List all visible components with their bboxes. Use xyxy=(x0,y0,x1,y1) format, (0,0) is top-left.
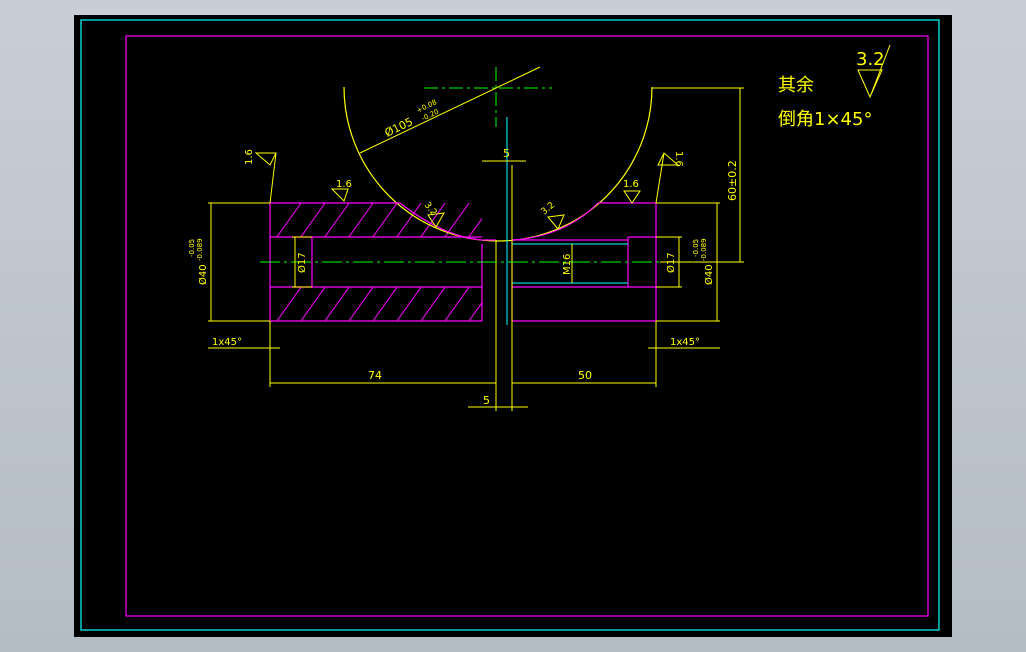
right-bore-label: Ø17 xyxy=(665,252,677,273)
inner-frame xyxy=(125,35,929,617)
roughness-note: 3.2 xyxy=(856,49,885,70)
roughness-symbols xyxy=(254,44,891,230)
roughness-r3: 1.6 xyxy=(623,179,639,190)
thread-hidden-lines xyxy=(512,243,628,284)
gap-bottom-label: 5 xyxy=(483,394,490,407)
roughness-r2: 1.6 xyxy=(336,179,352,190)
left-outer-dia-label: Ø40 xyxy=(197,264,209,285)
dimension-lines xyxy=(208,87,744,408)
sphere-arc xyxy=(343,86,653,242)
thread-label: M16 xyxy=(562,254,573,275)
cad-viewport[interactable]: 其余 倒角1×45° 3.2 Ø105 +0.08 -0.20 60±0.2 5… xyxy=(74,15,952,637)
note-line2: 倒角1×45° xyxy=(778,109,872,130)
sphere-diameter-label: Ø105 xyxy=(383,115,415,140)
left-outer-tol-upper: -0.05 xyxy=(188,239,196,257)
roughness-r6: 3.2 xyxy=(540,200,557,217)
sphere-leader xyxy=(359,66,541,154)
right-outer-tol-lower: -0.089 xyxy=(700,238,708,261)
right-length-label: 50 xyxy=(578,369,592,382)
technical-drawing: 其余 倒角1×45° 3.2 Ø105 +0.08 -0.20 60±0.2 5… xyxy=(80,19,940,631)
centerlines xyxy=(260,67,684,263)
left-length-label: 74 xyxy=(368,369,382,382)
chamfer-right-label: 1x45° xyxy=(670,337,700,348)
left-bore-label: Ø17 xyxy=(296,252,308,273)
height-label: 60±0.2 xyxy=(726,160,739,201)
note-line1: 其余 xyxy=(778,75,814,96)
left-outer-tol-lower: -0.089 xyxy=(196,238,204,261)
roughness-r1: 1.6 xyxy=(244,149,255,165)
roughness-r4: 1.6 xyxy=(673,151,684,167)
center-gap xyxy=(495,165,513,411)
chamfer-left-label: 1x45° xyxy=(212,337,242,348)
hatch-top xyxy=(276,203,482,237)
outer-frame xyxy=(80,19,940,631)
hatch-bottom xyxy=(276,287,482,321)
right-outer-tol-upper: -0.05 xyxy=(692,239,700,257)
right-outer-dia-label: Ø40 xyxy=(703,264,715,285)
gap-top-label: 5 xyxy=(503,147,510,160)
